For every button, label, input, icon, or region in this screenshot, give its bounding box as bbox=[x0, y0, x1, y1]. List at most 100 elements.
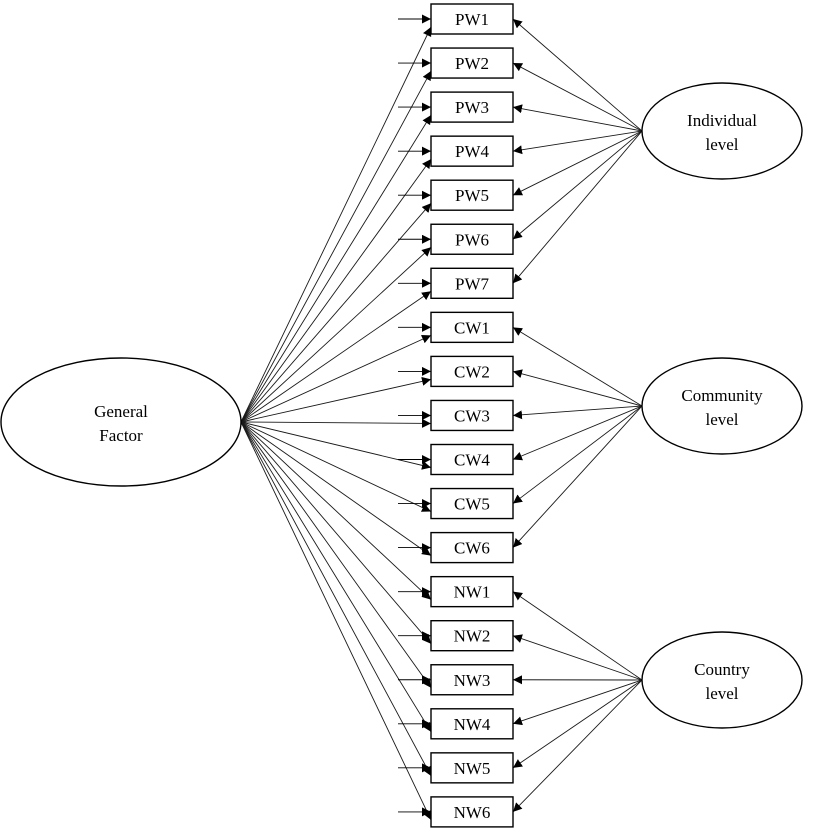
community-loading-cw6 bbox=[512, 405, 643, 548]
indicator-box bbox=[430, 3, 514, 35]
indicator-cw5: CW5 bbox=[430, 487, 514, 520]
country-loading-nw2 bbox=[512, 634, 643, 681]
indicator-pw1: PW1 bbox=[430, 3, 514, 35]
country-loading-nw6 bbox=[512, 679, 643, 813]
indicator-label: PW1 bbox=[455, 10, 489, 29]
country-level-factor: Country level bbox=[641, 631, 803, 729]
indicator-label: CW5 bbox=[454, 495, 490, 514]
community-level-label-line1: Community bbox=[681, 386, 763, 405]
indicator-label: PW7 bbox=[455, 274, 490, 293]
country-level-label-line2: level bbox=[705, 684, 738, 703]
general-loading-pw3 bbox=[240, 114, 432, 423]
indicator-box bbox=[430, 267, 514, 299]
indicator-nw6: NW6 bbox=[430, 796, 514, 828]
community-loading-cw2 bbox=[512, 369, 643, 407]
general-loading-nw6 bbox=[240, 421, 432, 821]
indicator-box bbox=[430, 91, 514, 123]
indicator-box bbox=[430, 443, 514, 476]
country-loading-nw4 bbox=[512, 679, 643, 726]
general-loading-pw2 bbox=[240, 70, 432, 423]
indicator-box bbox=[430, 399, 514, 432]
edges-layer bbox=[240, 14, 643, 821]
indicator-label: NW5 bbox=[454, 759, 491, 778]
indicator-pw7: PW7 bbox=[430, 267, 514, 299]
community-level-factor: Community level bbox=[641, 357, 803, 455]
individual-loading-pw4 bbox=[512, 130, 643, 155]
general-loading-nw1 bbox=[240, 421, 432, 600]
indicator-box bbox=[430, 47, 514, 79]
general-loading-nw2 bbox=[240, 421, 432, 644]
individual-level-label-line1: Individual bbox=[687, 111, 757, 130]
indicator-nw5: NW5 bbox=[430, 752, 514, 784]
indicator-cw1: CW1 bbox=[430, 311, 514, 344]
indicator-box bbox=[430, 223, 514, 255]
community-level-ellipse bbox=[641, 357, 803, 455]
indicator-label: PW6 bbox=[455, 230, 489, 249]
general-loading-cw4 bbox=[240, 421, 432, 470]
individual-loading-pw1 bbox=[512, 18, 643, 132]
indicator-label: CW4 bbox=[454, 451, 490, 470]
individual-loading-pw5 bbox=[512, 130, 643, 196]
indicator-nw2: NW2 bbox=[430, 620, 514, 652]
general-loading-pw1 bbox=[240, 26, 432, 423]
community-loading-cw4 bbox=[512, 405, 643, 461]
general-factor-label-line1: General bbox=[94, 402, 148, 421]
nodes-layer: PW1PW2PW3PW4PW5PW6PW7CW1CW2CW3CW4CW5CW6N… bbox=[0, 3, 803, 828]
indicator-label: PW3 bbox=[455, 98, 489, 117]
individual-level-ellipse bbox=[641, 82, 803, 180]
general-loading-cw2 bbox=[240, 376, 432, 423]
community-loading-cw5 bbox=[512, 405, 643, 504]
indicator-box bbox=[430, 664, 514, 696]
indicator-label: CW1 bbox=[454, 318, 490, 337]
general-loading-pw5 bbox=[240, 202, 432, 423]
general-loading-pw6 bbox=[240, 246, 432, 423]
country-loading-nw1 bbox=[512, 591, 643, 681]
community-level-label-line2: level bbox=[705, 410, 738, 429]
country-loading-nw5 bbox=[512, 679, 643, 769]
indicator-label: NW4 bbox=[454, 715, 491, 734]
indicator-box bbox=[430, 752, 514, 784]
indicator-cw3: CW3 bbox=[430, 399, 514, 432]
indicator-pw2: PW2 bbox=[430, 47, 514, 79]
indicator-label: CW2 bbox=[454, 362, 490, 381]
indicator-box bbox=[430, 179, 514, 211]
general-factor-label-line2: Factor bbox=[99, 426, 143, 445]
indicator-box bbox=[430, 135, 514, 167]
indicator-pw3: PW3 bbox=[430, 91, 514, 123]
indicator-label: NW1 bbox=[454, 583, 491, 602]
general-loading-nw5 bbox=[240, 421, 432, 777]
indicator-label: CW3 bbox=[454, 406, 490, 425]
indicator-box bbox=[430, 796, 514, 828]
general-loading-pw7 bbox=[240, 290, 432, 423]
community-loading-cw3 bbox=[512, 405, 643, 420]
indicator-label: PW4 bbox=[455, 142, 490, 161]
indicator-label: PW5 bbox=[455, 186, 489, 205]
indicator-box bbox=[430, 487, 514, 520]
indicator-box bbox=[430, 620, 514, 652]
community-loading-cw1 bbox=[512, 326, 643, 407]
indicator-label: CW6 bbox=[454, 539, 490, 558]
indicator-nw3: NW3 bbox=[430, 664, 514, 696]
indicator-nw4: NW4 bbox=[430, 708, 514, 740]
indicator-cw6: CW6 bbox=[430, 531, 514, 564]
individual-level-label-line2: level bbox=[705, 135, 738, 154]
indicator-cw4: CW4 bbox=[430, 443, 514, 476]
indicator-label: NW6 bbox=[454, 803, 491, 822]
indicator-box bbox=[430, 708, 514, 740]
individual-loading-pw6 bbox=[512, 130, 643, 240]
indicator-box bbox=[430, 355, 514, 388]
indicator-pw5: PW5 bbox=[430, 179, 514, 211]
indicator-pw6: PW6 bbox=[430, 223, 514, 255]
individual-level-factor: Individual level bbox=[641, 82, 803, 180]
indicator-nw1: NW1 bbox=[430, 575, 514, 608]
individual-loading-pw3 bbox=[512, 104, 643, 132]
indicator-box bbox=[430, 311, 514, 344]
general-loading-nw4 bbox=[240, 421, 432, 733]
individual-loading-pw7 bbox=[512, 130, 643, 284]
country-level-label-line1: Country bbox=[694, 660, 750, 679]
general-factor-ellipse bbox=[0, 357, 242, 487]
general-loading-cw3 bbox=[240, 418, 432, 428]
general-loading-cw1 bbox=[240, 334, 432, 423]
indicator-box bbox=[430, 531, 514, 564]
